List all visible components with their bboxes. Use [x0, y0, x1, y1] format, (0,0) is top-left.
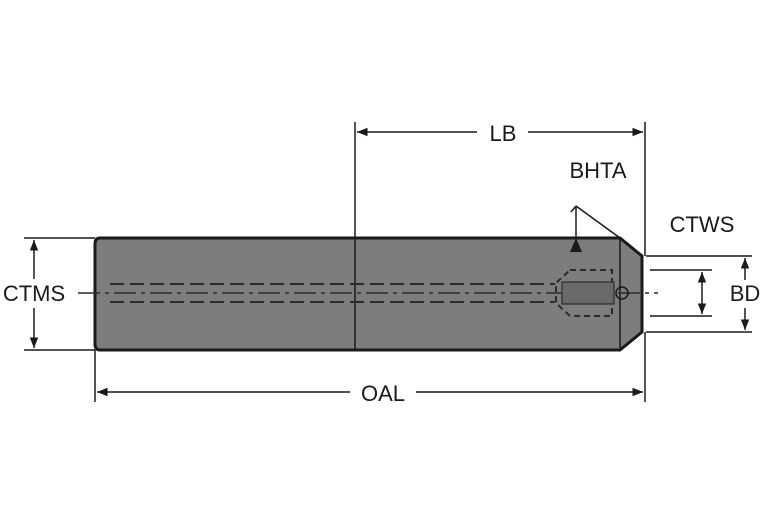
lb-dimension: LB: [354, 121, 646, 256]
bore-exit: [615, 286, 629, 300]
threaded-section: [561, 281, 615, 305]
body-outline: [93, 236, 644, 352]
tool-body: [78, 236, 658, 352]
lb-label: LB: [490, 121, 517, 146]
ctws-label: CTWS: [670, 212, 735, 237]
oal-label: OAL: [361, 381, 405, 406]
counterbore-hidden: [555, 269, 613, 317]
bhta-label: BHTA: [569, 158, 626, 183]
bd-dimension: BD: [646, 255, 761, 333]
oal-dimension: OAL: [94, 332, 646, 406]
bd-label: BD: [730, 281, 761, 306]
bhta-callout: BHTA: [569, 158, 627, 252]
ctms-label: CTMS: [3, 281, 65, 306]
ctws-dimension: CTWS: [650, 212, 735, 317]
ctms-dimension: CTMS: [3, 237, 95, 351]
